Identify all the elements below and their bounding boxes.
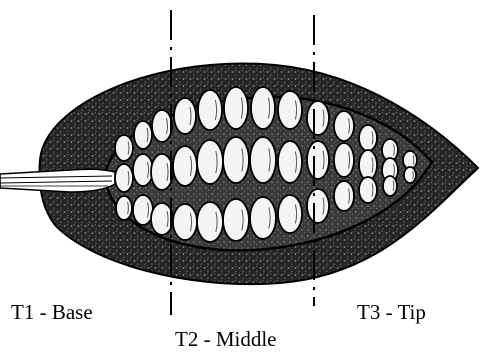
cocoa-bean (197, 202, 223, 242)
cocoa-bean (334, 111, 354, 141)
cocoa-bean (223, 199, 249, 241)
cocoa-bean (174, 98, 196, 134)
cocoa-bean (116, 196, 132, 220)
cocoa-bean (278, 91, 302, 129)
cocoa-bean (307, 189, 329, 223)
cocoa-bean (250, 197, 276, 239)
cocoa-bean (404, 167, 416, 183)
cocoa-bean (173, 146, 197, 186)
cocoa-bean (251, 87, 275, 129)
cocoa-bean (133, 195, 153, 225)
cocoa-bean (197, 140, 223, 184)
cocoa-bean (223, 137, 249, 183)
cocoa-bean (307, 101, 329, 135)
label-t3-tip: T3 - Tip (357, 302, 426, 323)
cocoa-bean (224, 87, 248, 129)
cocoa-bean (133, 154, 153, 186)
cocoa-bean (383, 176, 397, 196)
cocoa-bean (359, 150, 377, 180)
cocoa-bean (134, 121, 152, 149)
cocoa-bean (198, 90, 222, 130)
cocoa-bean (278, 141, 302, 183)
label-t2-middle: T2 - Middle (175, 329, 276, 350)
cocoa-bean (115, 164, 133, 192)
cocoa-bean (151, 154, 173, 190)
cocoa-bean (359, 177, 377, 203)
cocoa-bean (151, 203, 173, 235)
cocoa-bean (173, 204, 197, 240)
cocoa-bean (307, 141, 329, 179)
cocoa-bean (250, 137, 276, 183)
cocoa-bean (334, 181, 354, 211)
label-t1-base: T1 - Base (11, 302, 93, 323)
pod-stalk (0, 169, 115, 192)
cocoa-bean (334, 143, 354, 177)
cocoa-bean (115, 135, 133, 161)
cocoa-bean (359, 125, 377, 151)
cocoa-bean (152, 110, 172, 142)
cocoa-bean (278, 195, 302, 233)
